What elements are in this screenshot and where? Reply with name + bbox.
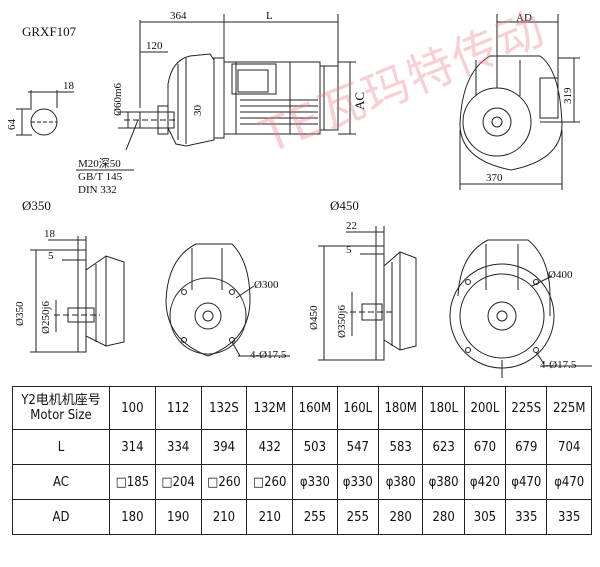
table-cell: 305 [463,499,507,535]
table-size-cell: 132S [200,386,248,430]
table-cell: 583 [377,429,424,465]
table-cell: □260 [200,464,248,500]
dim-22-flange: 22 [346,220,357,232]
table-size-cell: 100 [109,386,156,430]
table-row-label: AC [12,464,110,500]
dim-350-spigot: Ø350j6 [336,305,348,338]
table-cell: φ470 [505,464,548,500]
motor-size-table: Y2电机机座号 Motor Size 100 112 132S 132M 160… [12,386,592,535]
table-cell: □185 [109,464,156,500]
dim-300-pcd: Ø300 [254,279,279,291]
section-title-450: Ø450 [330,198,359,213]
table-row-label: AD [12,499,110,535]
dim-370: 370 [486,172,503,184]
dim-holes-left: 4-Ø17.5 [250,349,287,361]
table-size-cell: 132M [246,386,294,430]
table-cell: 335 [505,499,548,535]
table-cell: φ330 [336,464,379,500]
table-header-cn: Y2电机机座号 [21,393,101,408]
table-size-cell: 160M [292,386,338,430]
table-row-label: L [12,429,110,465]
table-size-cell: 112 [154,386,202,430]
table-size-cell: 225S [505,386,548,430]
dim-5-flange-left: 5 [48,250,54,262]
table-cell: 704 [546,429,592,465]
table-size-cell: 200L [463,386,507,430]
dim-120: 120 [146,40,163,52]
table-cell: 335 [546,499,592,535]
table-header-cell: Y2电机机座号 Motor Size [12,386,110,430]
table-cell: 547 [336,429,379,465]
dim-319: 319 [562,87,574,105]
drawing-linework [16,14,592,378]
table-cell: □260 [246,464,294,500]
table-header-en: Motor Size [30,408,92,423]
table-header-row: Y2电机机座号 Motor Size 100 112 132S 132M 160… [12,386,592,430]
model-label: GRXF107 [22,24,77,39]
dim-key-18: 18 [63,80,74,92]
table-cell: 670 [463,429,507,465]
dim-250-spigot: Ø250j6 [40,301,52,334]
table-cell: 180 [109,499,156,535]
table-row: AC □185 □204 □260 □260 φ330 φ330 φ380 φ3… [12,464,592,500]
dim-key-64: 64 [6,119,18,130]
table-cell: □204 [154,464,202,500]
table-cell: φ380 [377,464,424,500]
table-cell: 334 [154,429,202,465]
table-cell: 394 [200,429,248,465]
table-size-cell: 180M [377,386,424,430]
dim-5-flange-right: 5 [346,244,352,256]
table-cell: 280 [377,499,424,535]
dim-350-flange: Ø350 [14,301,26,326]
table-cell: 255 [292,499,338,535]
table-cell: 679 [505,429,548,465]
section-title-350: Ø350 [22,198,51,213]
thread-spec-3: DIN 332 [78,184,117,196]
table-cell: φ420 [463,464,507,500]
table-cell: 190 [154,499,202,535]
table-cell: 210 [246,499,294,535]
table-size-cell: 180L [422,386,465,430]
table-cell: 503 [292,429,338,465]
dim-AD: AD [516,12,532,24]
dim-holes-right: 4-Ø17.5 [540,359,577,371]
table-row: L 314 334 394 432 503 547 583 623 670 67… [12,429,592,465]
dim-shaft-60: Ø60m6 [112,83,124,116]
table-size-cell: 160L [336,386,379,430]
table-cell: 623 [422,429,465,465]
dim-30: 30 [192,105,204,116]
table-row: AD 180 190 210 210 255 255 280 280 305 3… [12,499,592,535]
table-cell: φ470 [546,464,592,500]
dim-400-pcd: Ø400 [548,269,573,281]
dim-450-flange: Ø450 [308,305,320,330]
table-cell: 255 [336,499,379,535]
table-cell: 432 [246,429,294,465]
table-cell: 280 [422,499,465,535]
dim-364: 364 [170,10,187,22]
table-cell: φ380 [422,464,465,500]
technical-drawing: GRXF107 364 L 120 Ø60m6 30 AC 18 64 M20深… [6,1,592,378]
dim-L: L [266,10,273,22]
dim-18-flange: 18 [44,228,55,240]
table-cell: 314 [109,429,156,465]
thread-spec-1: M20深50 [78,158,121,170]
thread-spec-2: GB/T 145 [78,171,123,183]
table-size-cell: 225M [546,386,592,430]
table-cell: 210 [200,499,248,535]
table-cell: φ330 [292,464,338,500]
